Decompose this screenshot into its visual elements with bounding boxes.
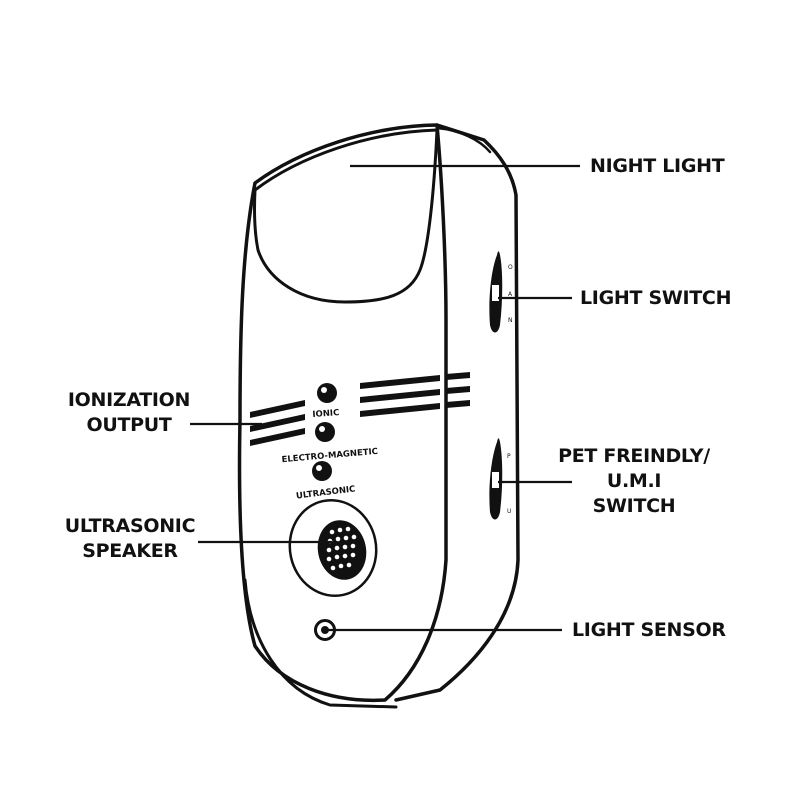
ultrasonic-speaker-line1: ULTRASONIC — [64, 515, 196, 537]
ultrasonic-speaker-line2: SPEAKER — [82, 540, 178, 562]
ultrasonic-speaker — [288, 498, 378, 598]
svg-text:N: N — [508, 317, 513, 324]
pet-friendly-switch-callout: PET FREINDLY/ U.M.I SWITCH — [548, 444, 720, 519]
light-switch-slot: O A N — [489, 251, 513, 333]
night-light-dome — [252, 128, 439, 304]
light-switch-callout: LIGHT SWITCH — [580, 286, 731, 311]
svg-text:A: A — [508, 291, 513, 298]
light-sensor-label: LIGHT SENSOR — [572, 619, 726, 641]
svg-text:O: O — [508, 264, 513, 271]
callout-lines — [190, 164, 580, 632]
light-sensor-callout: LIGHT SENSOR — [572, 618, 726, 643]
night-light-label: NIGHT LIGHT — [590, 155, 725, 177]
pet-friendly-switch-slot: P U — [489, 438, 511, 520]
svg-text:U: U — [507, 508, 511, 515]
pet-friendly-label: PET FREINDLY/ — [558, 445, 710, 467]
ionic-label: IONIC — [312, 408, 340, 420]
ionization-label: IONIZATION — [67, 389, 191, 411]
ionization-output-callout: IONIZATION OUTPUT — [54, 388, 204, 438]
output-label: OUTPUT — [86, 414, 172, 436]
switch-label: SWITCH — [592, 495, 676, 517]
svg-text:P: P — [507, 453, 511, 460]
electro-magnetic-led — [315, 422, 335, 442]
umi-label: U.M.I — [606, 470, 662, 492]
ultrasonic-led — [312, 461, 332, 481]
device-base-rim — [243, 578, 398, 709]
ionic-led — [317, 383, 337, 403]
light-switch-label: LIGHT SWITCH — [580, 287, 732, 309]
ionization-vents — [250, 372, 470, 446]
ultrasonic-speaker-callout: ULTRASONIC SPEAKER — [55, 514, 205, 564]
night-light-callout: NIGHT LIGHT — [590, 154, 725, 179]
